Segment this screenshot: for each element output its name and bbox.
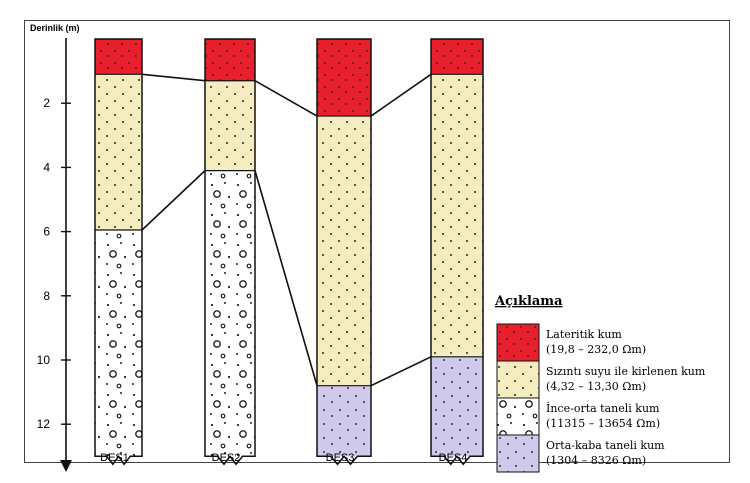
correlation-lines <box>142 74 431 385</box>
column-names: DES1 DES2 DES3 DES4 <box>100 452 467 464</box>
correlation-line <box>255 171 317 386</box>
correlation-line <box>142 171 205 230</box>
depth-tick-label: 12 <box>37 417 51 431</box>
correlation-line <box>371 74 431 116</box>
layer-polluted <box>317 116 371 386</box>
depth-tick-label: 4 <box>43 160 50 174</box>
legend-item-laterite: Lateritik kum (19,8 – 232,0 Ωm) <box>497 324 646 361</box>
depth-tick-label: 2 <box>43 96 50 110</box>
depth-tick-label: 8 <box>43 289 50 303</box>
legend-swatch <box>497 435 539 472</box>
correlation-line <box>142 74 205 80</box>
borehole-column-des1 <box>95 39 142 464</box>
column-name: DES3 <box>326 452 355 464</box>
legend-title: Açıklama <box>494 294 563 309</box>
borehole-column-des2 <box>205 39 255 464</box>
legend-item-name: Orta-kaba taneli kum <box>546 439 665 452</box>
legend-swatch <box>497 324 539 361</box>
layer-polluted <box>95 74 142 230</box>
layer-laterite <box>317 39 371 116</box>
legend-item-range: (11315 – 13654 Ωm) <box>546 417 660 430</box>
legend-item-range: (4,32 – 13,30 Ωm) <box>546 380 646 393</box>
layer-laterite <box>431 39 483 74</box>
correlation-line <box>255 81 317 116</box>
layer-fine <box>205 171 255 457</box>
legend-item-range: (19,8 – 232,0 Ωm) <box>546 343 646 356</box>
layer-coarse <box>431 357 483 457</box>
layer-coarse <box>317 386 371 457</box>
layer-polluted <box>431 74 483 356</box>
legend-swatch <box>497 398 539 435</box>
layer-polluted <box>205 81 255 171</box>
legend-item-name: İnce-orta taneli kum <box>546 401 660 415</box>
column-name: DES2 <box>212 452 241 464</box>
legend-item-fine: İnce-orta taneli kum (11315 – 13654 Ωm) <box>497 398 660 435</box>
legend-item-name: Lateritik kum <box>546 328 622 341</box>
column-name: DES1 <box>100 452 129 464</box>
correlation-line <box>371 357 431 386</box>
borehole-columns <box>95 39 483 464</box>
legend-item-range: (1304 – 8326 Ωm) <box>546 454 646 467</box>
column-name: DES4 <box>439 452 468 464</box>
depth-tick-label: 10 <box>37 353 51 367</box>
legend-item-name: Sızıntı suyu ile kirlenen kum <box>546 365 706 378</box>
legend: Açıklama Lateritik kum (19,8 – 232,0 Ωm) S… <box>494 294 706 472</box>
legend-item-polluted: Sızıntı suyu ile kirlenen kum (4,32 – 13,… <box>497 361 706 398</box>
layer-fine <box>95 230 142 456</box>
legend-swatch <box>497 361 539 398</box>
borehole-column-des4 <box>431 39 483 464</box>
legend-item-coarse: Orta-kaba taneli kum (1304 – 8326 Ωm) <box>497 435 665 472</box>
depth-tick-label: 6 <box>43 225 50 239</box>
borehole-column-des3 <box>317 39 371 464</box>
depth-axis-title: Derinlik (m) <box>30 23 80 33</box>
depth-axis: Derinlik (m) <box>30 23 80 472</box>
layer-laterite <box>95 39 142 74</box>
layer-laterite <box>205 39 255 81</box>
depth-axis-arrowhead <box>60 460 72 472</box>
